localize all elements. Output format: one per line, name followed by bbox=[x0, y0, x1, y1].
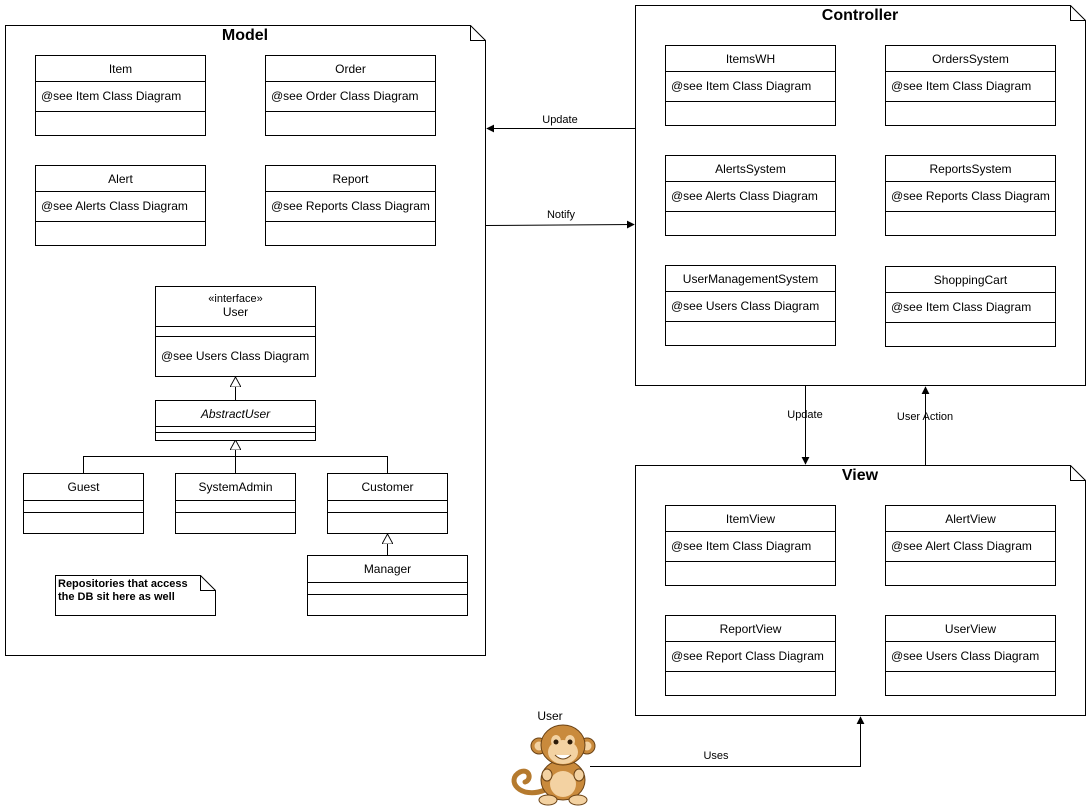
edge-label-view-to-controller: User Action bbox=[896, 411, 954, 423]
class-attribute: @see Alerts Class Diagram bbox=[36, 192, 205, 222]
edge-label-model-to-controller: Notify bbox=[546, 209, 576, 221]
class-items-wh[interactable]: ItemsWH @see Item Class Diagram bbox=[665, 45, 836, 126]
class-abstract-user[interactable]: AbstractUser bbox=[155, 400, 316, 441]
class-name: UserManagementSystem bbox=[666, 266, 835, 292]
user-to-view-arrow bbox=[590, 716, 865, 767]
class-name: Alert bbox=[36, 166, 205, 192]
class-name: OrdersSystem bbox=[886, 46, 1055, 72]
class-attribute: @see Users Class Diagram bbox=[886, 642, 1055, 672]
subclasses-to-abstractuser-generalization bbox=[83, 440, 388, 473]
actor-label-user: User bbox=[537, 709, 563, 723]
class-name: ItemsWH bbox=[666, 46, 835, 72]
class-report-view[interactable]: ReportView @see Report Class Diagram bbox=[665, 615, 836, 696]
repositories-note: Repositories that access the DB sit here… bbox=[58, 578, 208, 604]
class-fields bbox=[156, 327, 315, 337]
class-fields bbox=[156, 427, 315, 433]
class-attribute: @see Users Class Diagram bbox=[666, 292, 835, 322]
class-user-management-system[interactable]: UserManagementSystem @see Users Class Di… bbox=[665, 265, 836, 346]
class-name: AbstractUser bbox=[156, 401, 315, 427]
class-name: AlertView bbox=[886, 506, 1055, 532]
class-name: Manager bbox=[308, 556, 467, 583]
class-reports-system[interactable]: ReportsSystem @see Reports Class Diagram bbox=[885, 155, 1056, 236]
model-to-controller-arrow bbox=[485, 220, 635, 229]
class-attribute: @see Item Class Diagram bbox=[886, 293, 1055, 323]
class-name: Item bbox=[36, 56, 205, 82]
monkey-mascot-icon bbox=[511, 724, 596, 806]
class-operation: @see Users Class Diagram bbox=[161, 349, 310, 363]
class-item-view[interactable]: ItemView @see Item Class Diagram bbox=[665, 505, 836, 586]
class-fields bbox=[308, 583, 467, 595]
edge-label-controller-to-model: Update bbox=[542, 114, 578, 126]
class-customer[interactable]: Customer bbox=[327, 473, 448, 534]
class-fields bbox=[24, 501, 143, 513]
class-attribute: @see Item Class Diagram bbox=[666, 532, 835, 562]
class-attribute: @see Report Class Diagram bbox=[666, 642, 835, 672]
model-package-title: Model bbox=[221, 27, 269, 44]
class-name: User bbox=[222, 305, 249, 319]
class-stereotype: «interface» bbox=[208, 293, 263, 305]
class-name: Order bbox=[266, 56, 435, 82]
class-attribute: @see Item Class Diagram bbox=[886, 72, 1055, 102]
class-name: AlertsSystem bbox=[666, 156, 835, 182]
class-attribute: @see Item Class Diagram bbox=[666, 72, 835, 102]
class-system-admin[interactable]: SystemAdmin bbox=[175, 473, 296, 534]
class-attribute: @see Reports Class Diagram bbox=[266, 192, 435, 222]
class-name: UserView bbox=[886, 616, 1055, 642]
repositories-note-shape bbox=[55, 575, 216, 616]
note-line-1: Repositories that access bbox=[58, 578, 188, 590]
class-name: ItemView bbox=[666, 506, 835, 532]
class-header: «interface» User bbox=[156, 287, 315, 327]
class-user-view[interactable]: UserView @see Users Class Diagram bbox=[885, 615, 1056, 696]
class-attribute: @see Item Class Diagram bbox=[36, 82, 205, 112]
class-guest[interactable]: Guest bbox=[23, 473, 144, 534]
class-alert[interactable]: Alert @see Alerts Class Diagram bbox=[35, 165, 206, 246]
class-name: Guest bbox=[24, 474, 143, 501]
class-name: ReportsSystem bbox=[886, 156, 1055, 182]
view-package-title: View bbox=[841, 467, 879, 484]
class-name: SystemAdmin bbox=[176, 474, 295, 501]
class-fields bbox=[328, 501, 447, 513]
class-item[interactable]: Item @see Item Class Diagram bbox=[35, 55, 206, 136]
class-shopping-cart[interactable]: ShoppingCart @see Item Class Diagram bbox=[885, 266, 1056, 347]
class-report[interactable]: Report @see Reports Class Diagram bbox=[265, 165, 436, 246]
class-orders-system[interactable]: OrdersSystem @see Item Class Diagram bbox=[885, 45, 1056, 126]
class-attribute: @see Order Class Diagram bbox=[266, 82, 435, 112]
edge-label-user-to-view: Uses bbox=[703, 750, 729, 762]
class-name: Customer bbox=[328, 474, 447, 501]
class-name: ShoppingCart bbox=[886, 267, 1055, 293]
class-user-interface[interactable]: «interface» User @see Users Class Diagra… bbox=[155, 286, 316, 377]
class-name: ReportView bbox=[666, 616, 835, 642]
note-line-2: the DB sit here as well bbox=[58, 591, 175, 603]
class-order[interactable]: Order @see Order Class Diagram bbox=[265, 55, 436, 136]
class-attribute: @see Alerts Class Diagram bbox=[666, 182, 835, 212]
class-fields bbox=[176, 501, 295, 513]
controller-package-title: Controller bbox=[821, 7, 899, 24]
class-attribute: @see Reports Class Diagram bbox=[886, 182, 1055, 212]
class-alert-view[interactable]: AlertView @see Alert Class Diagram bbox=[885, 505, 1056, 586]
class-alerts-system[interactable]: AlertsSystem @see Alerts Class Diagram bbox=[665, 155, 836, 236]
edge-label-controller-to-view: Update bbox=[787, 409, 823, 421]
class-name: Report bbox=[266, 166, 435, 192]
class-manager[interactable]: Manager bbox=[307, 555, 468, 616]
class-attribute: @see Alert Class Diagram bbox=[886, 532, 1055, 562]
